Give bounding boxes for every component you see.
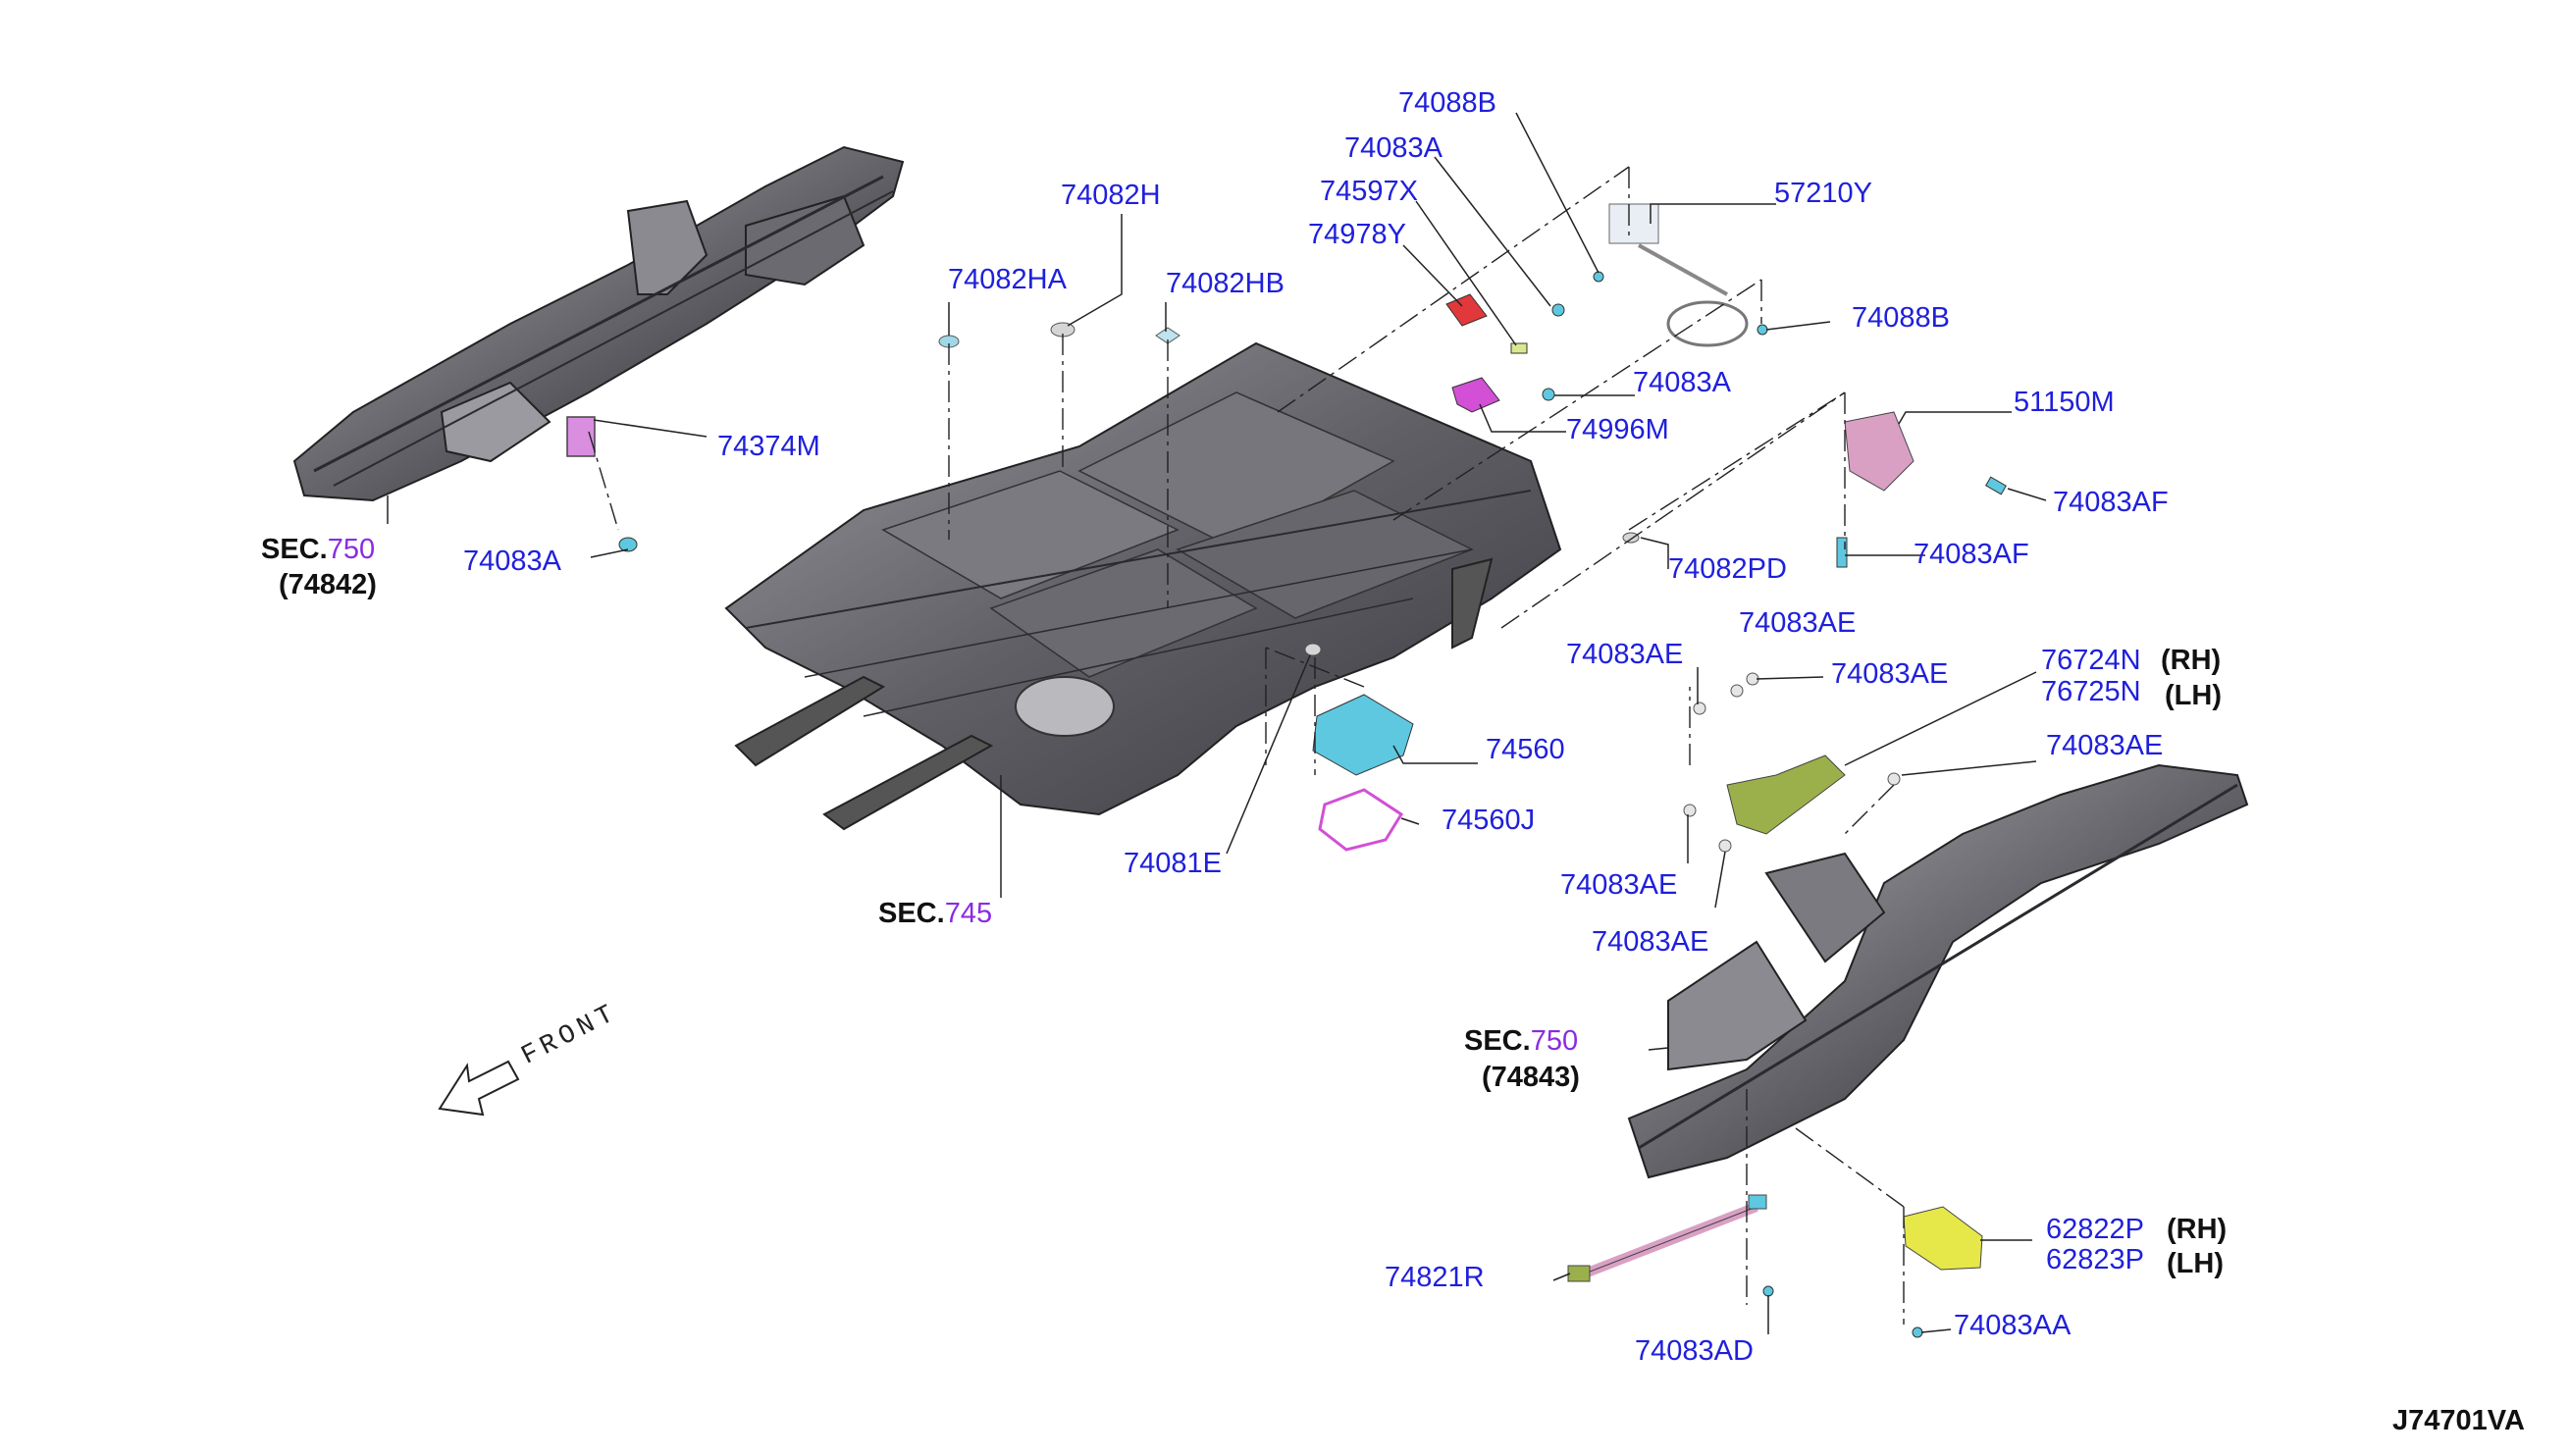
rh-tag: (RH) [2167,1214,2228,1245]
part-label[interactable]: 74083AF [1914,539,2029,570]
section-label-right-frame: SEC.750 [1464,1025,1579,1057]
part-label[interactable]: 76724N [2041,645,2141,676]
rear-floor-panel [724,341,1562,831]
drawing-code: J74701VA [2392,1405,2525,1436]
part-label[interactable]: 74996M [1566,414,1669,445]
part-label[interactable]: 74083A [1344,132,1442,164]
colored-parts [938,203,2007,1338]
part-label[interactable]: 74083AD [1635,1335,1754,1367]
assembly-lines [588,166,1905,1325]
section-sub-left-frame: (74842) [279,569,377,600]
part-label[interactable]: 74083A [1633,367,1731,398]
part-label[interactable]: 74083AE [1566,639,1684,670]
section-label-floor: SEC.745 [878,898,993,929]
part-label[interactable]: 74560J [1442,805,1536,836]
right-side-frame [1627,763,2249,1179]
part-label[interactable]: 74083AA [1954,1310,2072,1341]
part-label[interactable]: 74082HB [1166,268,1285,299]
part-label[interactable]: 74082HA [948,264,1067,295]
part-label[interactable]: 76725N [2041,676,2141,707]
section-label-left-frame: SEC.750 [261,534,376,565]
part-label[interactable]: 74083AF [2053,487,2169,518]
part-label[interactable]: 74083AE [2046,730,2164,761]
part-label[interactable]: 74088B [1852,302,1950,334]
front-arrow-icon [438,1060,520,1117]
section-sub-right-frame: (74843) [1482,1062,1580,1093]
rh-tag: (RH) [2161,645,2222,676]
part-label[interactable]: 74978Y [1308,219,1406,250]
part-label[interactable]: 74083AE [1560,869,1678,901]
part-label[interactable]: 51150M [2014,387,2115,418]
part-label[interactable]: 74083AE [1592,926,1709,958]
part-label[interactable]: 74597X [1320,176,1418,207]
part-label[interactable]: 74821R [1385,1262,1485,1293]
leader-lines [387,112,2047,1334]
part-label[interactable]: 74083AE [1831,658,1949,690]
part-label[interactable]: 74081E [1124,848,1222,879]
part-label[interactable]: 74374M [717,431,820,462]
part-label[interactable]: 74082PD [1668,553,1787,585]
part-label[interactable]: 74083A [463,546,561,577]
part-label[interactable]: 57210Y [1774,178,1872,209]
lh-tag: (LH) [2165,680,2222,711]
part-label[interactable]: 74088B [1398,87,1496,119]
lh-tag: (LH) [2167,1248,2224,1279]
part-label[interactable]: 74082H [1061,180,1161,211]
part-label[interactable]: 62823P [2046,1244,2144,1275]
left-side-frame [292,145,905,552]
part-label[interactable]: 74560 [1486,734,1565,765]
part-label[interactable]: 74083AE [1739,607,1857,639]
part-label[interactable]: 62822P [2046,1214,2144,1245]
